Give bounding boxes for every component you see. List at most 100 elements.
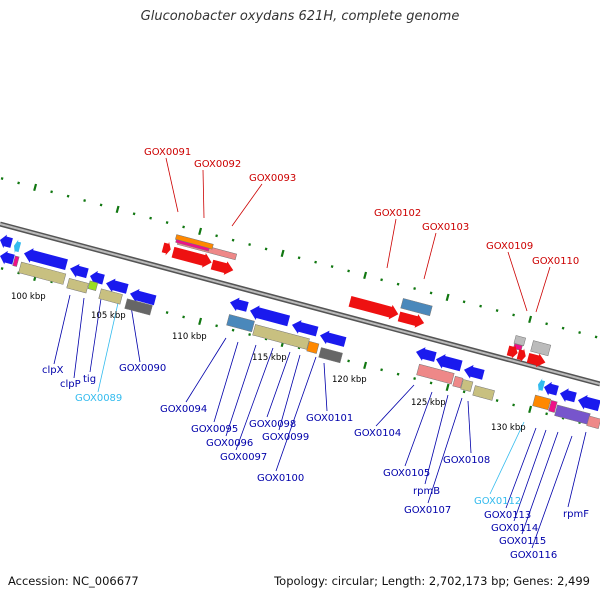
gene-block-5 — [106, 278, 129, 294]
scale-label-115: 115 kbp — [252, 353, 287, 363]
gene-label-gox0094[interactable]: GOX0094 — [160, 404, 207, 415]
inner-tick-10 — [165, 311, 169, 315]
leader-line-21 — [404, 391, 433, 467]
gene-label-gox0105[interactable]: GOX0105 — [383, 468, 430, 479]
gene-label-gox0101[interactable]: GOX0101 — [306, 413, 353, 424]
leader-line-10 — [97, 302, 119, 393]
inner-tick-32 — [528, 405, 533, 414]
leader-line-2 — [231, 183, 263, 227]
gene-label-gox0090[interactable]: GOX0090 — [119, 363, 166, 374]
gene-label-tig[interactable]: tig — [83, 374, 96, 385]
gene-label-gox0112[interactable]: GOX0112 — [474, 496, 521, 507]
leader-line-19 — [323, 362, 328, 412]
gene-block-30 — [400, 298, 433, 317]
outer-tick-12 — [198, 227, 203, 236]
leader-line-29 — [567, 431, 587, 508]
gene-block-7 — [0, 250, 15, 265]
leader-line-18 — [275, 356, 317, 472]
gene-label-gox0097[interactable]: GOX0097 — [220, 452, 267, 463]
outer-tick-1 — [17, 181, 20, 185]
outer-tick-9 — [149, 216, 152, 220]
gene-block-24 — [226, 314, 255, 333]
gene-label-gox0114[interactable]: GOX0114 — [491, 523, 538, 534]
leader-line-5 — [507, 251, 528, 312]
gene-label-gox0107[interactable]: GOX0107 — [404, 505, 451, 516]
leader-line-3 — [386, 218, 397, 269]
gene-label-gox0102[interactable]: GOX0102 — [374, 208, 421, 219]
inner-tick-12 — [198, 317, 203, 326]
gene-block-43 — [526, 352, 546, 368]
gene-label-rpmb[interactable]: rpmB — [413, 486, 440, 497]
outer-tick-8 — [132, 212, 136, 216]
gene-block-34 — [416, 363, 455, 385]
gene-label-clpp[interactable]: clpP — [60, 379, 81, 390]
gene-block-47 — [578, 394, 600, 412]
gene-block-51 — [586, 415, 600, 430]
outer-tick-18 — [297, 256, 301, 260]
gene-label-clpx[interactable]: clpX — [42, 365, 64, 376]
gene-block-25 — [252, 324, 310, 350]
outer-tick-31 — [512, 313, 515, 317]
gene-label-gox0095[interactable]: GOX0095 — [191, 424, 238, 435]
leader-line-9 — [89, 291, 103, 373]
gene-label-gox0099[interactable]: GOX0099 — [262, 432, 309, 443]
leader-line-25 — [489, 421, 525, 495]
outer-tick-23 — [380, 278, 383, 282]
scale-label-100: 100 kbp — [11, 292, 46, 302]
outer-tick-20 — [330, 265, 334, 269]
outer-tick-35 — [578, 331, 581, 335]
leader-line-14 — [225, 344, 257, 437]
leader-line-27 — [513, 429, 547, 522]
outer-tick-32 — [528, 315, 533, 324]
gene-label-gox0104[interactable]: GOX0104 — [354, 428, 401, 439]
gene-label-gox0091[interactable]: GOX0091 — [144, 147, 191, 158]
inner-tick-0 — [0, 267, 4, 271]
gene-label-gox0096[interactable]: GOX0096 — [206, 438, 253, 449]
inner-tick-14 — [231, 328, 235, 332]
outer-tick-30 — [495, 309, 499, 313]
map-title: Gluconobacter oxydans 621H, complete gen… — [140, 9, 460, 24]
gene-block-8 — [12, 255, 20, 267]
leader-line-26 — [505, 427, 537, 509]
outer-tick-7 — [115, 205, 120, 214]
gene-label-gox0089[interactable]: GOX0089 — [75, 393, 122, 404]
gene-block-35 — [452, 375, 464, 389]
gene-label-gox0116[interactable]: GOX0116 — [510, 550, 557, 561]
inner-tick-23 — [380, 368, 383, 372]
inner-tick-25 — [413, 377, 416, 381]
outer-tick-16 — [264, 247, 268, 251]
gene-label-gox0113[interactable]: GOX0113 — [484, 510, 531, 521]
gene-block-36 — [460, 379, 474, 392]
gene-block-38 — [513, 335, 526, 347]
outer-tick-27 — [445, 293, 450, 302]
outer-dotted-track — [0, 177, 598, 339]
leader-line-24 — [467, 400, 472, 454]
gene-label-gox0110[interactable]: GOX0110 — [532, 256, 579, 267]
outer-tick-3 — [50, 190, 53, 194]
gene-label-gox0103[interactable]: GOX0103 — [422, 222, 469, 233]
inner-tick-33 — [545, 412, 548, 416]
gene-label-rpmf[interactable]: rpmF — [563, 509, 589, 520]
gene-label-gox0093[interactable]: GOX0093 — [249, 173, 296, 184]
gene-labels: 100 kbp 105 kbp 110 kbp 115 kbp 120 kbp … — [11, 147, 589, 561]
outer-tick-28 — [462, 300, 466, 304]
gene-block-9 — [18, 261, 67, 285]
inner-tick-13 — [215, 324, 218, 328]
gene-block-16 — [175, 239, 210, 252]
leader-line-0 — [165, 157, 179, 213]
gene-block-3 — [70, 263, 89, 279]
gene-label-gox0100[interactable]: GOX0100 — [257, 473, 304, 484]
gene-label-gox0108[interactable]: GOX0108 — [443, 455, 490, 466]
gene-label-gox0098[interactable]: GOX0098 — [249, 419, 296, 430]
leader-line-20 — [375, 384, 415, 427]
gene-block-29 — [397, 311, 425, 328]
gene-block-44 — [538, 378, 546, 392]
gene-label-gox0092[interactable]: GOX0092 — [194, 159, 241, 170]
gene-block-27 — [318, 347, 343, 364]
outer-tick-21 — [347, 269, 350, 273]
outer-tick-0 — [0, 177, 4, 181]
inner-tick-27 — [445, 383, 450, 392]
gene-label-gox0115[interactable]: GOX0115 — [499, 536, 546, 547]
gene-label-gox0109[interactable]: GOX0109 — [486, 241, 533, 252]
